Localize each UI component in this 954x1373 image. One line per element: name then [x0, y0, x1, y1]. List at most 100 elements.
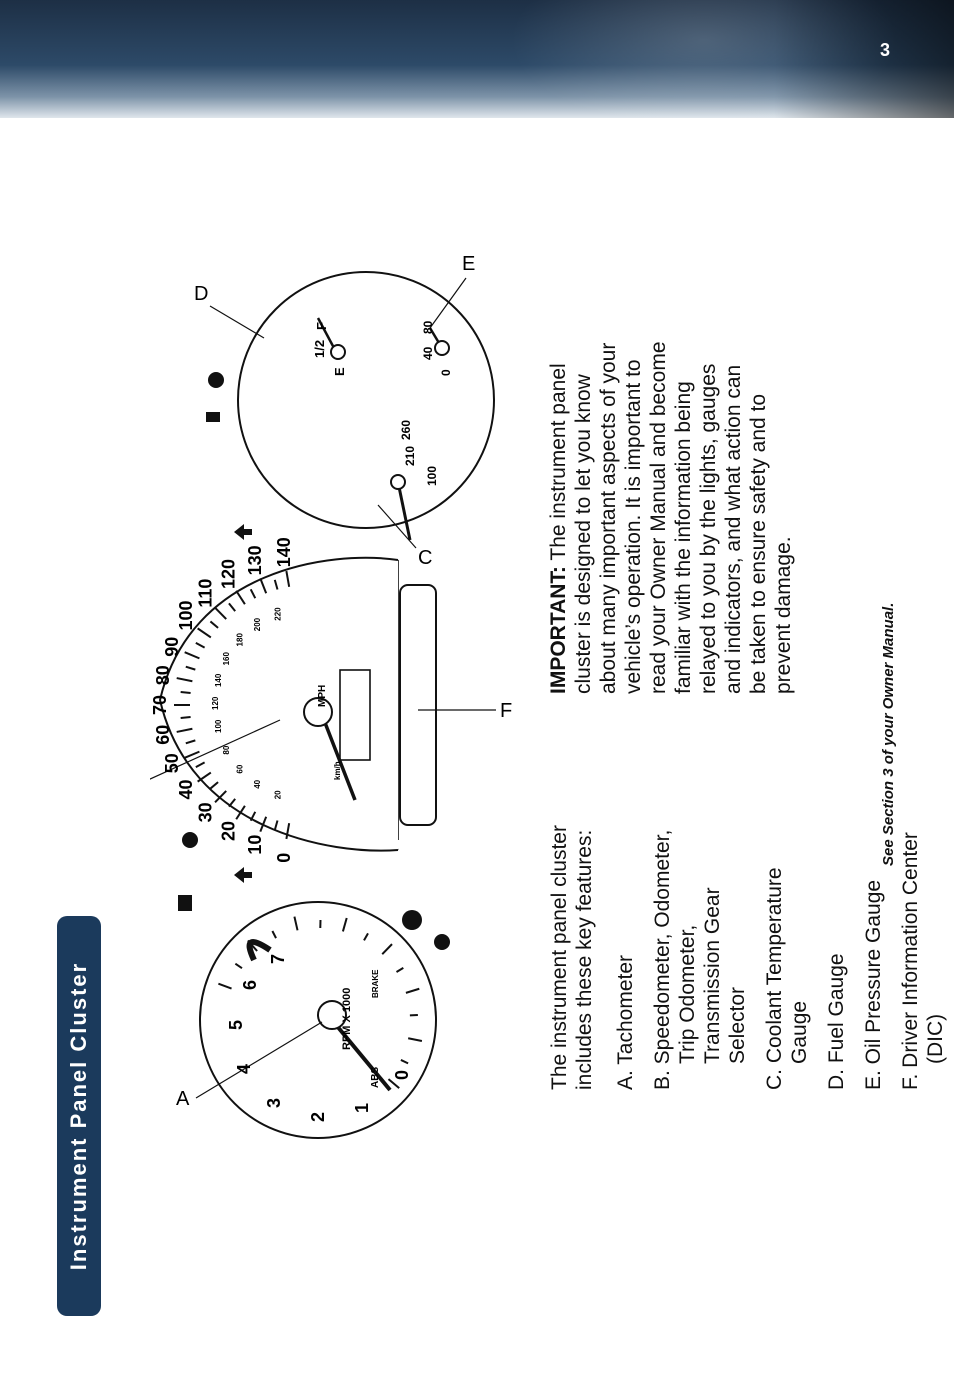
callout-d: D	[194, 283, 208, 305]
speed-num-10: 10	[245, 835, 265, 855]
brake-label: BRAKE	[371, 969, 380, 998]
aux-gauge-labels: 100 210 260 E 1/2 F 0 40 80	[312, 320, 453, 486]
speedo-tick	[235, 805, 246, 820]
speedo-tick	[214, 606, 227, 620]
security-icon	[178, 895, 192, 911]
turn-signal-left-icon	[234, 867, 252, 883]
oil-hub	[434, 340, 450, 356]
speedo-tick	[249, 811, 257, 822]
check-engine-icon	[208, 372, 224, 388]
speedometer-ticks	[174, 570, 291, 840]
tach-num-1: 1	[352, 1103, 372, 1113]
tach-num-5: 5	[226, 1020, 246, 1030]
speed-num-60: 60	[153, 725, 173, 745]
speed-num-140: 140	[274, 537, 294, 567]
speedo-tick	[228, 602, 236, 612]
kmh-num-80: 80	[222, 745, 231, 754]
tach-tick	[218, 982, 232, 990]
speedo-tick	[180, 691, 191, 695]
kmh-num-140: 140	[214, 673, 223, 687]
speed-num-20: 20	[219, 821, 239, 841]
header-shade	[774, 0, 954, 118]
speedo-tick	[197, 627, 212, 639]
auxiliary-gauges-dial	[237, 271, 495, 529]
callout-a: A	[176, 1088, 190, 1110]
tach-num-6: 6	[240, 980, 260, 990]
header-band: 3	[0, 0, 954, 118]
oil-num-80: 80	[421, 320, 435, 334]
kmh-num-40: 40	[253, 779, 262, 788]
speed-unit-kmh: km/h	[333, 761, 342, 780]
speedometer-housing	[158, 556, 399, 852]
coolant-num-260: 260	[399, 420, 413, 440]
fuel-needle	[316, 317, 336, 349]
speedo-tick	[259, 816, 268, 832]
tach-tick	[407, 1037, 423, 1042]
page-number: 3	[879, 40, 890, 60]
feature-item-b: B. Speedometer, Odometer, Trip Odometer,…	[651, 829, 749, 1090]
instrument-cluster-diagram: A B C D E F 0 1 2 3 4 5 6 7 RPM X 1000 A…	[150, 230, 530, 1150]
speedo-tick	[185, 665, 196, 671]
speedo-tick	[195, 761, 206, 769]
speedo-tick	[197, 771, 212, 783]
speedo-tick	[185, 739, 196, 745]
callout-line-a	[195, 1021, 323, 1099]
turn-signal-right-icon	[234, 524, 252, 540]
kmh-num-120: 120	[211, 696, 220, 710]
indicator-icons	[178, 372, 450, 950]
speed-num-100: 100	[176, 600, 196, 630]
speed-num-0: 0	[274, 853, 294, 863]
airbag-icon	[402, 910, 422, 930]
tach-num-7: 7	[268, 954, 288, 964]
tach-tick	[271, 930, 277, 939]
speedo-tick	[176, 727, 193, 733]
callout-line-e	[429, 277, 467, 329]
tach-tick	[341, 917, 348, 932]
coolant-num-100: 100	[425, 466, 439, 486]
airbag-off-icon	[206, 412, 220, 422]
speedo-tick	[184, 651, 200, 660]
feature-item-d: D. Fuel Gauge	[825, 953, 848, 1090]
tach-num-4: 4	[234, 1064, 254, 1074]
service-engine-icon	[182, 832, 198, 848]
speedo-tick	[273, 579, 279, 590]
section-title: Instrument Panel Cluster	[66, 961, 91, 1271]
feature-item-c: C. Coolant Temperature Gauge	[763, 867, 811, 1090]
tach-tick	[381, 943, 393, 955]
kmh-num-160: 160	[222, 652, 231, 666]
kmh-num-200: 200	[253, 617, 262, 631]
tach-tick	[395, 967, 404, 973]
coolant-hub	[390, 474, 406, 490]
speedo-tick	[195, 641, 206, 649]
important-lead: IMPORTANT:	[547, 566, 570, 694]
tach-num-2: 2	[308, 1112, 328, 1122]
speedometer-unit-labels: MPH km/h	[317, 685, 342, 780]
tach-tick	[293, 916, 299, 931]
kmh-num-60: 60	[235, 764, 244, 773]
tach-tick	[405, 987, 420, 994]
kmh-num-220: 220	[274, 607, 283, 621]
fuel-half: 1/2	[312, 340, 327, 358]
speed-num-70: 70	[150, 695, 170, 715]
speedo-tick	[184, 750, 200, 759]
kmh-num-180: 180	[235, 633, 244, 647]
tach-tick	[387, 1078, 400, 1089]
oil-num-0: 0	[439, 369, 453, 376]
speed-unit-mph: MPH	[317, 685, 328, 707]
fuel-hub	[330, 344, 346, 360]
speedo-tick	[259, 578, 268, 594]
tachometer-redline	[246, 939, 272, 962]
features-list: A. Tachometer B. Speedometer, Odometer, …	[613, 810, 948, 1090]
tach-tick	[400, 1059, 409, 1065]
cluster-illustration: A B C D E F 0 1 2 3 4 5 6 7 RPM X 1000 A…	[150, 253, 512, 1139]
speedo-tick	[209, 781, 219, 790]
callout-line-d	[209, 305, 265, 339]
speedo-tick	[285, 570, 291, 587]
speedo-tick	[214, 790, 227, 804]
speedometer-needle	[320, 714, 357, 801]
speed-num-40: 40	[176, 779, 196, 799]
coolant-num-210: 210	[403, 446, 417, 466]
oil-num-40: 40	[421, 346, 435, 360]
speed-num-120: 120	[219, 559, 239, 589]
kmh-num-20: 20	[274, 790, 283, 799]
